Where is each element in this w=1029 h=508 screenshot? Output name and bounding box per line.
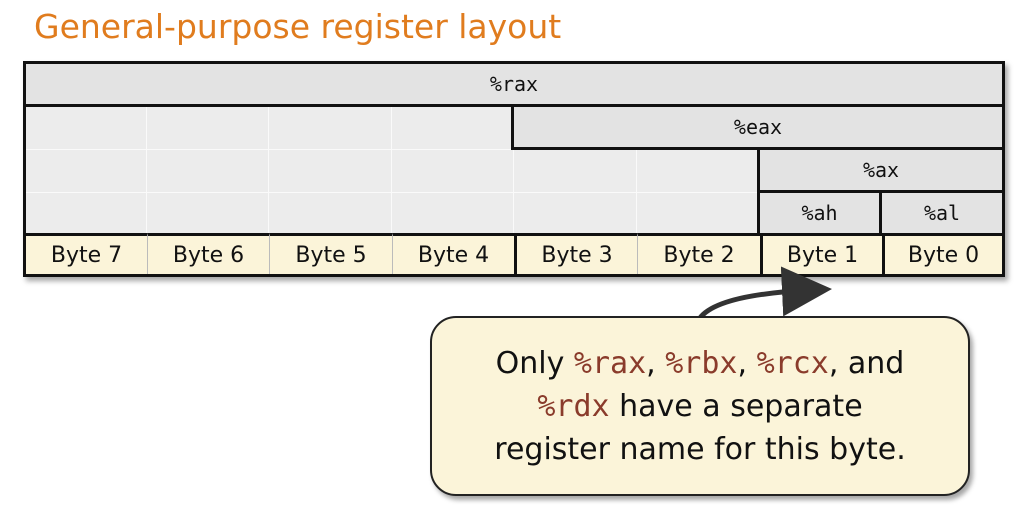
- empty-cell: [26, 193, 147, 235]
- callout-line-1: Only %rax, %rbx, %rcx, and: [495, 345, 905, 381]
- register-al: %al: [879, 190, 1005, 236]
- empty-cell: [26, 107, 147, 150]
- byte-7: Byte 7: [26, 233, 147, 274]
- empty-cell: [392, 150, 514, 193]
- empty-cell: [392, 107, 514, 150]
- empty-cell: [147, 150, 269, 193]
- empty-cell: [147, 107, 269, 150]
- register-ah: %ah: [757, 190, 882, 236]
- byte-0: Byte 0: [882, 233, 1002, 274]
- byte-5: Byte 5: [269, 233, 392, 274]
- empty-cell: [269, 107, 392, 150]
- callout-box: Only %rax, %rbx, %rcx, and %rdx have a s…: [430, 316, 970, 496]
- byte-2: Byte 2: [637, 233, 760, 274]
- empty-cell: [514, 150, 637, 193]
- register-eax: %eax: [511, 104, 1005, 150]
- byte-1: Byte 1: [760, 233, 882, 274]
- callout-line-2: %rdx have a separate: [537, 388, 863, 424]
- register-diagram: %rax %eax %ax %ah %al Byte 7 Byte 6 Byte…: [23, 61, 1005, 277]
- empty-cell: [26, 150, 147, 193]
- empty-cell: [269, 193, 392, 235]
- byte-4: Byte 4: [392, 233, 514, 274]
- page-title: General-purpose register layout: [34, 7, 562, 46]
- code-rdx: %rdx: [537, 388, 610, 424]
- code-rbx: %rbx: [665, 345, 738, 381]
- code-rcx: %rcx: [756, 345, 829, 381]
- empty-cell: [637, 150, 760, 193]
- byte-3: Byte 3: [514, 233, 637, 274]
- empty-cell: [147, 193, 269, 235]
- empty-cell: [637, 193, 760, 235]
- callout-line-3: register name for this byte.: [494, 431, 906, 467]
- empty-cell: [514, 193, 637, 235]
- byte-6: Byte 6: [147, 233, 269, 274]
- register-rax: %rax: [23, 61, 1005, 107]
- callout-text: Only %rax, %rbx, %rcx, and %rdx have a s…: [494, 342, 905, 471]
- empty-cell: [392, 193, 514, 235]
- empty-cell: [269, 150, 392, 193]
- code-rax: %rax: [573, 345, 647, 381]
- register-ax: %ax: [757, 147, 1005, 193]
